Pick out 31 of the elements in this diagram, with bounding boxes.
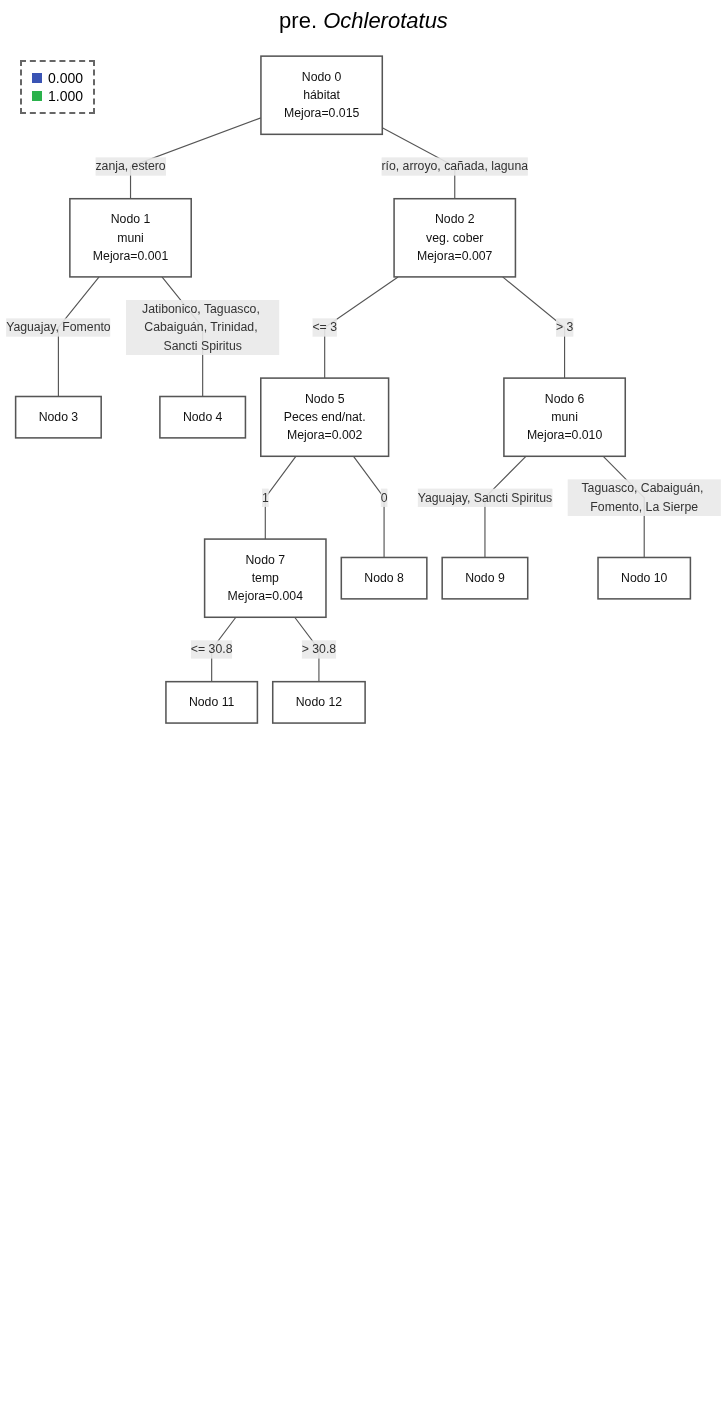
node-box: Nodo 3 [14,395,102,439]
edge-label: Taguasco, Cabaiguán, Fomento, La Sierpe [581,481,704,514]
edge-label: 0 [380,490,388,504]
legend-label: 0.000 [48,70,84,86]
connector [352,455,385,559]
edge-label: <= 30.8 [190,642,233,656]
edge-label: zanja, estero [95,159,166,173]
node-box: Nodo 0 hábitat Mejora=0.015 [260,55,384,136]
node-box: Nodo 12 [271,680,366,724]
node-box: Nodo 9 [441,556,529,600]
edge-label: Yaguajay, Fomento [6,320,111,334]
node-box: Nodo 6 muni Mejora=0.010 [503,377,626,458]
edge-label: Yaguajay, Sancti Spiritus [417,490,553,504]
edge-label: > 3 [555,320,574,334]
node-box: Nodo 11 [165,680,259,724]
edge-label: > 30.8 [301,642,337,656]
connector [264,455,297,540]
edge-label: río, arroyo, cañada, laguna [381,159,529,173]
edge-label: Jatibonico, Taguasco, Cabaiguán, Trinidad, Sancti Spiritus [142,302,260,353]
connector [502,276,566,379]
diagram-title: pre. Ochlerotatus [278,8,449,34]
node-box: Nodo 10 [597,556,692,600]
edge-label: 1 [261,490,269,504]
node-box: Nodo 7 temp Mejora=0.004 [203,538,327,619]
node-box: Nodo 2 veg. cober Mejora=0.007 [393,197,517,278]
edge-label: <= 3 [312,320,337,334]
legend-label: 1.000 [48,88,84,104]
node-box: Nodo 1 muni Mejora=0.001 [69,197,192,278]
node-box: Nodo 8 [340,556,428,600]
node-box: Nodo 4 [159,395,247,439]
node-box: Nodo 5 Peces end/nat. Mejora=0.002 [260,377,390,458]
